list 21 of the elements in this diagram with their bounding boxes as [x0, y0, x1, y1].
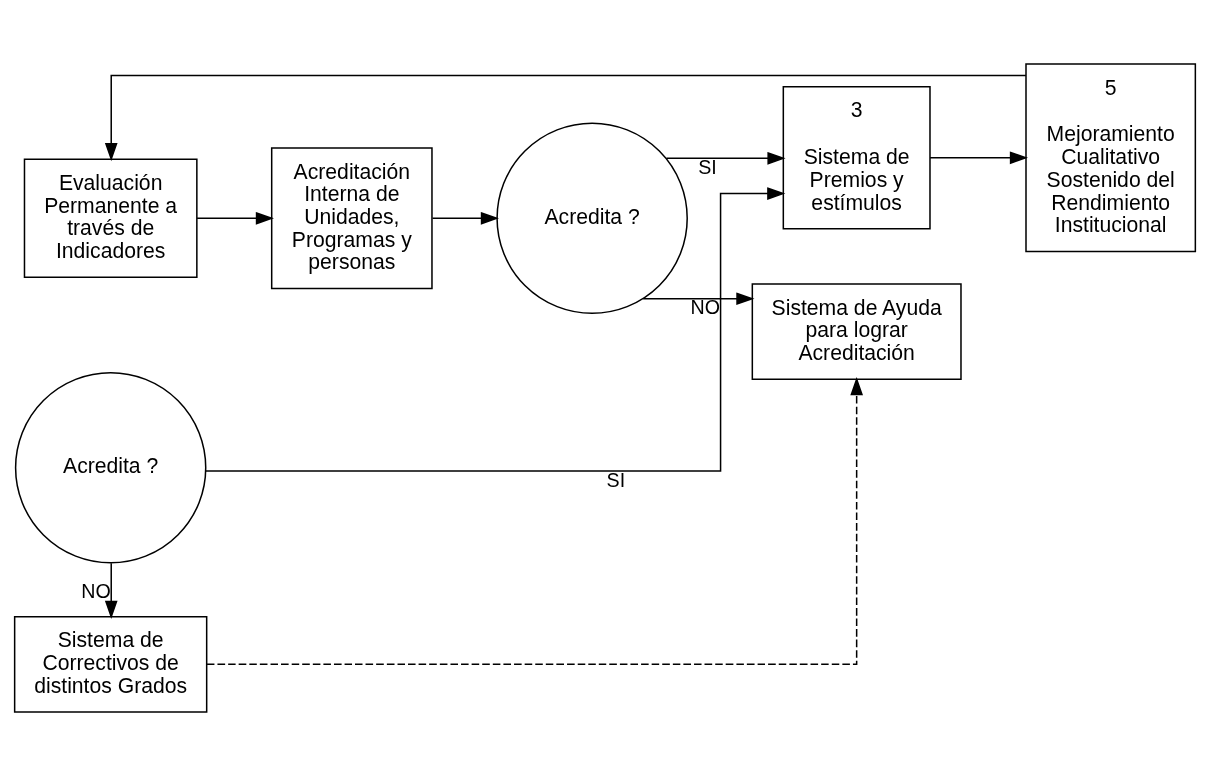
node-circle: Acredita ?	[14, 371, 207, 564]
node-box: Sistema de Ayuda para lograr Acreditación	[751, 282, 962, 380]
arrow	[196, 211, 274, 225]
arrow	[104, 74, 1027, 161]
node-box: Sistema de Correctivos de distintos Grados	[13, 615, 208, 713]
edge-label: NO	[81, 579, 111, 602]
edge-label: SI	[698, 155, 717, 178]
edge-label: SI	[606, 468, 626, 491]
arrow	[929, 150, 1028, 164]
edge-label: NO	[690, 295, 720, 318]
node-box: Evaluación Permanente a través de Indicadores	[23, 158, 198, 278]
arrow	[206, 376, 863, 665]
arrow	[665, 151, 786, 165]
node-box: 5 Mejoramiento Cualitativo Sostenido del Rendimiento Institucional	[1025, 62, 1197, 252]
arrow	[104, 561, 118, 619]
node-box: 3 Sistema de Premios y estímulos	[782, 85, 931, 230]
arrow	[205, 186, 786, 472]
node-circle: Acredita ?	[496, 121, 688, 314]
arrow	[431, 211, 499, 225]
arrow	[642, 291, 755, 305]
node-box: Acreditación Interna de Unidades, Programas y personas	[270, 146, 433, 289]
